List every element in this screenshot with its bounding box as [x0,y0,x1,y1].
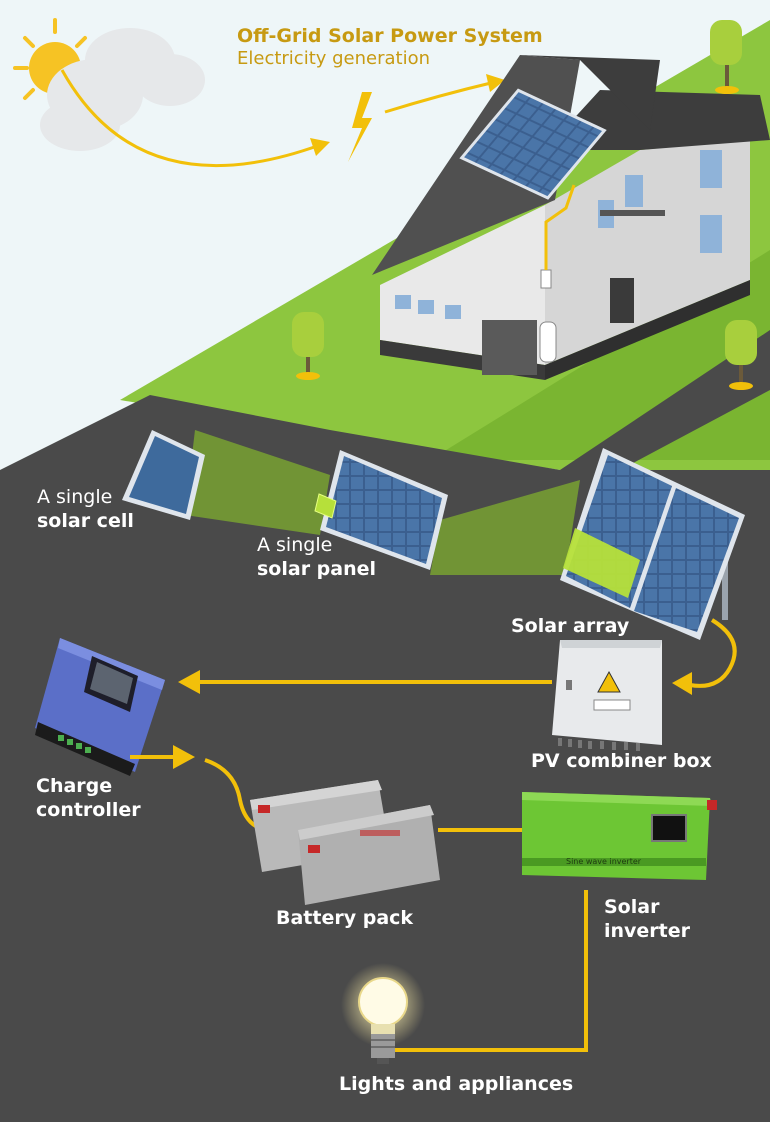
solar-inverter-label-line2: inverter [604,920,691,942]
arrow-head-icon [173,745,195,769]
sunlight-arrow [60,69,321,168]
zoom-beam-panel [430,480,580,575]
pv-combiner-box-label: PV combiner box [531,750,712,772]
tree-icon [725,320,757,390]
lightning-icon [348,92,372,162]
solar-panel-label-name: solar panel [257,558,377,580]
light-bulb-icon [341,963,425,1064]
roof-wire [544,184,576,270]
inverter-strip-text: Sine wave inverter [566,857,642,866]
charge-controller-label-line1: Charge [36,775,113,797]
solar-inverter-label-line1: Solar [604,896,660,918]
tree-icon [710,20,742,94]
solar-inverter-icon [522,792,717,880]
energy-arrow [384,80,496,114]
arrow-head-icon [672,672,692,695]
zoom-beam-cell [185,430,330,535]
solar-cell-icon [122,430,205,520]
array-to-combiner-wire [689,618,737,688]
solar-panel-icon [314,450,448,570]
solar-cell-label-name: solar cell [37,510,134,532]
energy-arrow-head [486,74,505,92]
solar-cell-label: A single solar cell [37,485,134,533]
battery-icon [298,805,440,905]
solar-array-label: Solar array [511,615,630,637]
diagram-title: Off-Grid Solar Power System [237,25,543,47]
arrow-head-icon [178,670,200,694]
solar-inverter-label: Solar inverter [604,895,690,943]
solar-cell-label-prefix: A single [37,486,113,508]
tree-icon [292,312,324,380]
title-block: Off-Grid Solar Power System Electricity … [237,24,543,70]
solar-panel-label-prefix: A single [257,534,333,556]
sunlight-arrow-head [310,138,330,156]
pv-combiner-box-icon [552,640,662,751]
diagram-subtitle: Electricity generation [237,48,431,69]
charge-controller-label-line2: controller [36,799,141,821]
solar-array-icon [560,448,745,640]
roof-solar-panel [459,88,607,200]
cloud-icon [40,28,205,151]
inverter-to-lights-wire [390,890,588,1052]
lights-appliances-label: Lights and appliances [339,1073,574,1095]
solar-panel-label: A single solar panel [257,533,376,581]
charge-controller-label: Charge controller [36,774,141,822]
road-branch [560,330,770,470]
battery-pack-label: Battery pack [276,907,414,929]
charge-controller-icon [35,638,165,776]
